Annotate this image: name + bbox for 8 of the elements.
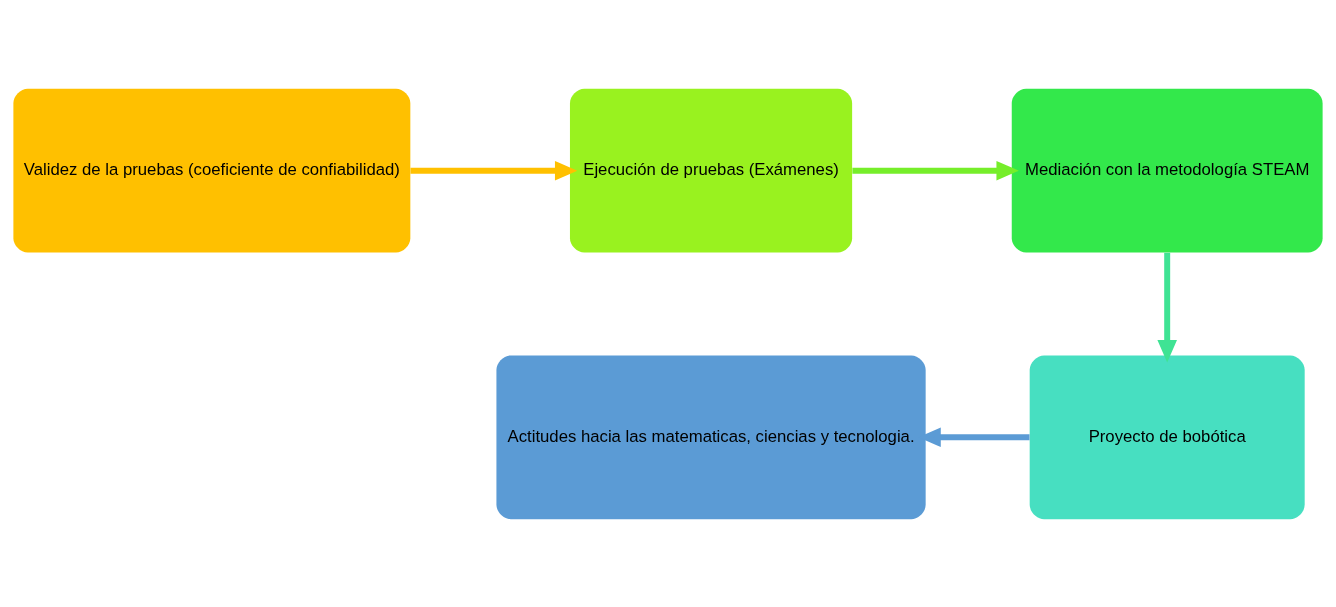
arrow xyxy=(1157,252,1177,362)
arrow xyxy=(410,160,578,180)
node-box: Mediación con la metodología STEAM xyxy=(1011,88,1323,253)
node-box: Validez de la pruebas (coeficiente de confiabilidad) xyxy=(13,88,411,253)
node-box: Actitudes hacia las matematicas, ciencias y tecnologia. xyxy=(496,354,926,519)
node-box: Proyecto de bobótica xyxy=(1029,354,1305,519)
arrow xyxy=(852,160,1019,180)
node-box: Ejecución de pruebas (Exámenes) xyxy=(569,88,853,253)
